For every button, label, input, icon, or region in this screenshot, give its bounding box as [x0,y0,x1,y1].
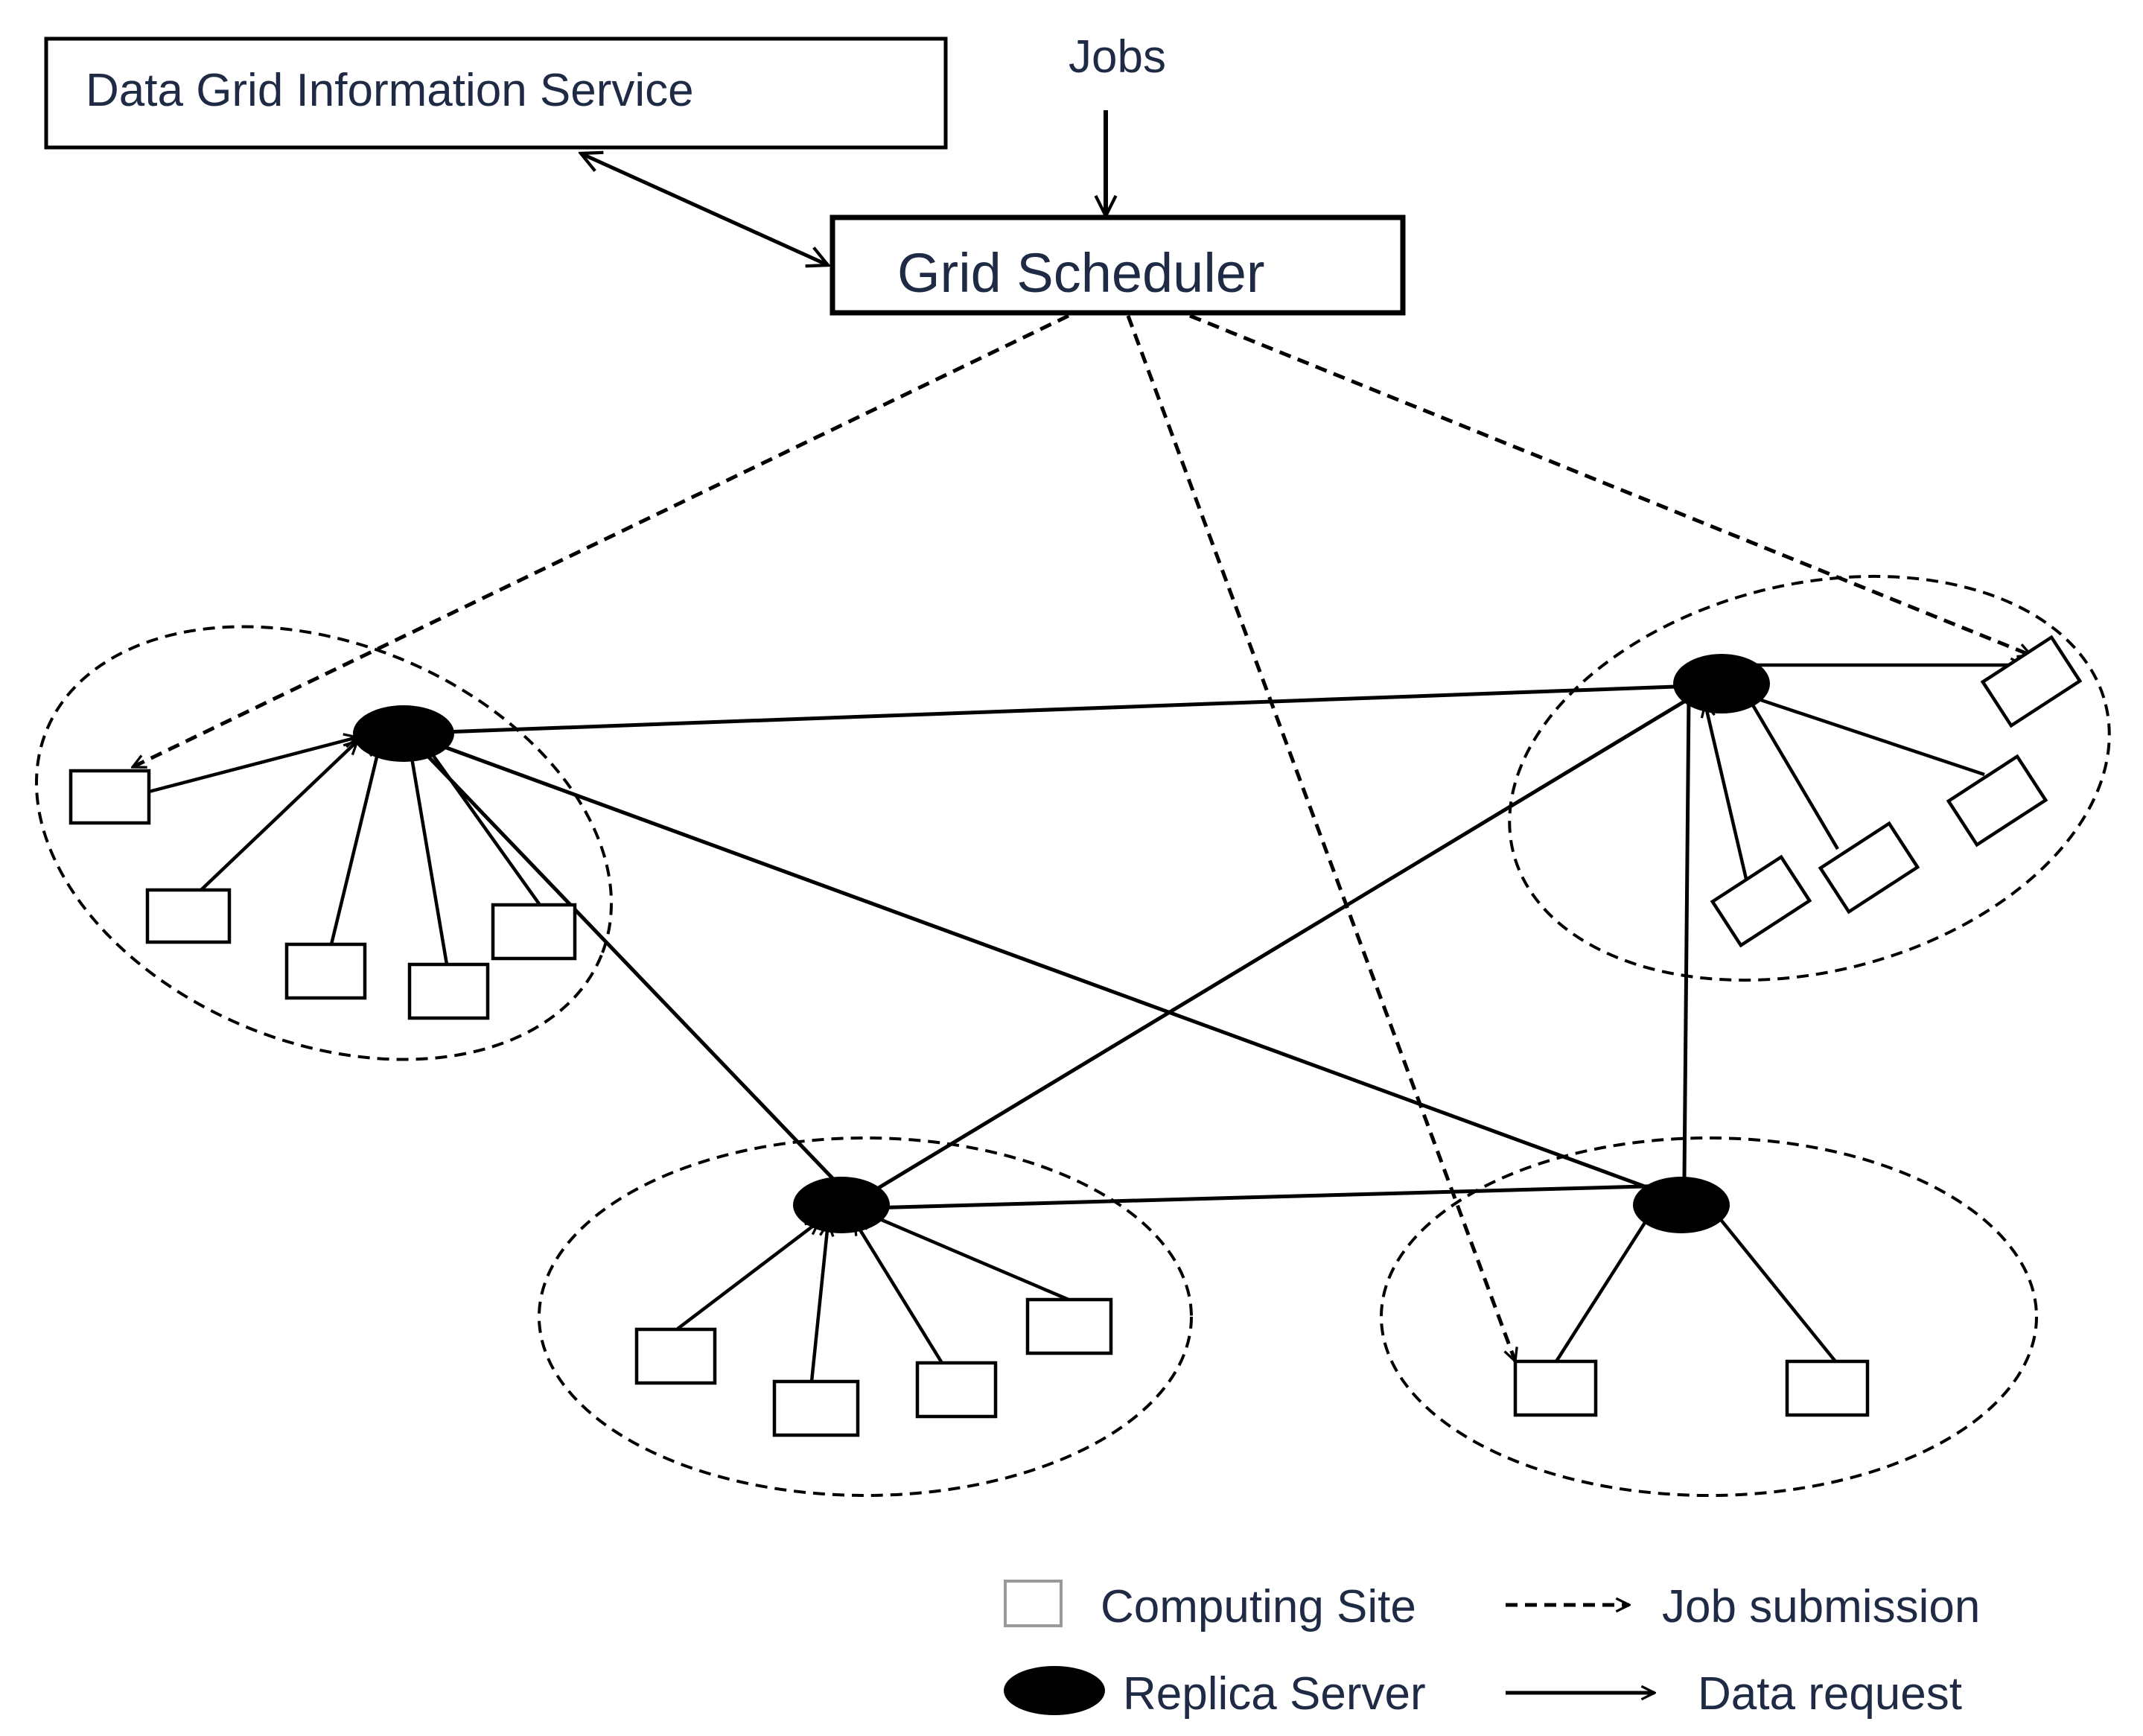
job-to-right-site [1189,314,2031,655]
computing-site [407,962,490,1020]
link-bottomcenter-right [859,687,1707,1201]
legend-replica-server-label: Replica Server [1123,1668,1426,1720]
computing-site [1785,1359,1870,1417]
link-bottomcenter-bottomright [869,1183,1672,1210]
computing-site [284,942,367,1000]
legend-computing-site-label: Computing Site [1101,1581,1416,1632]
computing-site [1513,1359,1598,1417]
grid-scheduler-box: Grid Scheduler [830,214,1406,316]
replica-server [793,1177,890,1233]
cluster-bottom-center-group [634,1177,1113,1437]
computing-site [634,1327,717,1385]
info-service-box: Data Grid Information Service [44,36,948,150]
server-links [401,683,1717,1210]
link-left-right [401,683,1717,736]
computing-site [1946,754,2048,848]
jobs-label: Jobs [1069,31,1166,83]
legend-data-request-label: Data request [1698,1668,1962,1720]
replica-server [353,705,454,762]
computing-site [491,903,577,961]
legend-job-submission-label: Job submission [1662,1581,1980,1632]
legend-replica-server-icon [1004,1666,1105,1715]
computing-site [69,769,151,825]
replica-server [1633,1177,1730,1233]
computing-site [145,888,232,944]
computing-site [1025,1297,1113,1355]
cluster-bottom-right-group [1513,1177,1870,1417]
info-service-label: Data Grid Information Service [86,65,694,116]
computing-site [1980,635,2083,728]
job-submission-arrows [133,314,2031,1361]
legend-computing-site-icon [1004,1580,1063,1627]
computing-site [1710,854,1812,948]
replica-server [1673,654,1770,713]
cluster-right-group [1673,635,2083,948]
link-bottomright-right [1682,696,1691,1179]
computing-site [915,1361,998,1419]
legend: Computing Site Job submission Replica Se… [1004,1580,1980,1720]
computing-site [772,1379,860,1437]
cluster-ellipses [34,574,2111,1497]
scheduler-label: Grid Scheduler [897,242,1265,304]
job-to-left-site [133,314,1070,769]
cluster-bottom-right [1380,1136,2038,1497]
job-to-bottom-right-site [1126,315,1515,1361]
cluster-left-group [69,705,577,1020]
link-left-bottomcenter [415,743,850,1197]
computing-site [1818,821,1920,915]
link-left-bottomright [427,739,1680,1201]
cluster-right [1508,574,2111,982]
info-scheduler-arrow [581,153,828,265]
cluster-bottom-center [538,1136,1193,1497]
cluster-left [34,625,614,1061]
